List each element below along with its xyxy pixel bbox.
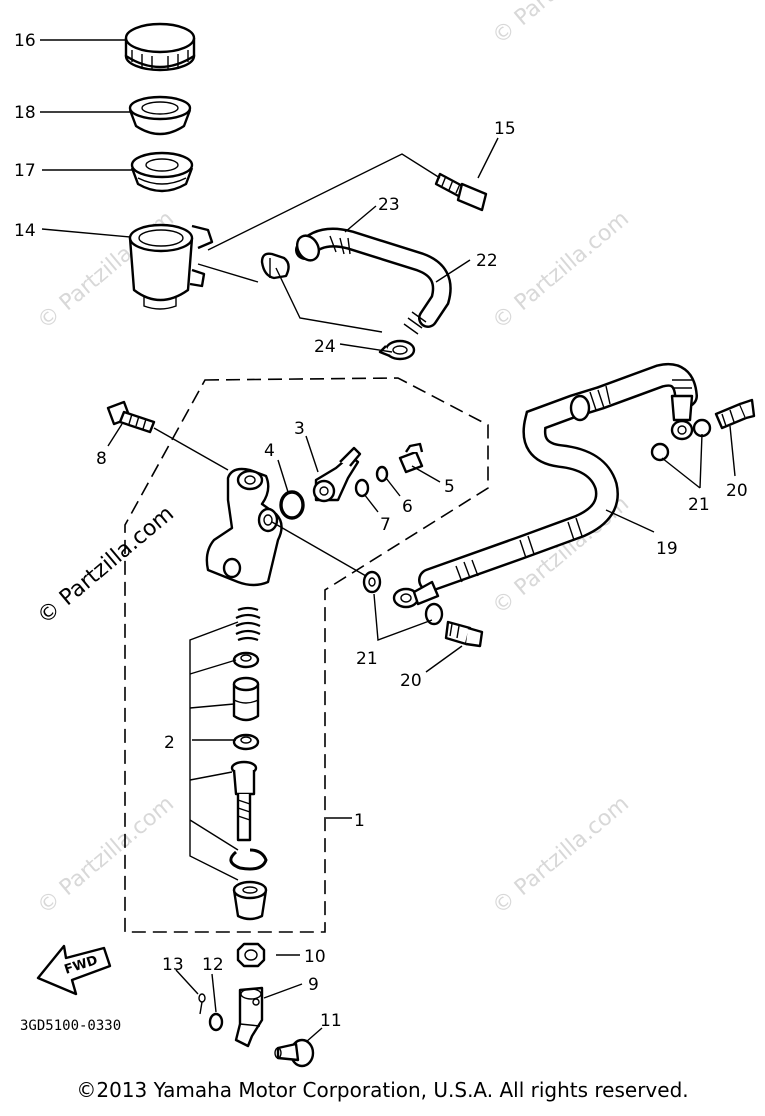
union-bolt-lower xyxy=(444,620,484,648)
copyright-footer: ©2013 Yamaha Motor Corporation, U.S.A. A… xyxy=(76,1078,689,1102)
clevis xyxy=(234,986,264,1048)
cotter-pin xyxy=(198,993,206,1015)
callout-11: 11 xyxy=(320,1011,342,1031)
piston xyxy=(232,676,260,722)
joint-screw xyxy=(398,442,424,474)
hose-clip-lower xyxy=(378,339,416,361)
secondary-cup xyxy=(232,733,260,751)
watermark: © Partzilla.com xyxy=(488,791,634,919)
callout-21-right: 21 xyxy=(688,495,710,515)
clevis-pin xyxy=(274,1038,315,1068)
watermark: © Partzilla.com xyxy=(488,206,634,334)
reservoir-hose xyxy=(295,227,452,335)
washer xyxy=(354,478,370,498)
callout-12: 12 xyxy=(202,955,224,975)
diagram-code: 3GD5100-0330 xyxy=(20,1018,121,1034)
callout-8: 8 xyxy=(96,449,107,469)
callout-5: 5 xyxy=(444,477,455,497)
callout-10: 10 xyxy=(304,947,326,967)
callout-3: 3 xyxy=(294,419,305,439)
brake-hose xyxy=(392,363,698,609)
callout-1: 1 xyxy=(354,811,365,831)
callout-15: 15 xyxy=(494,119,516,139)
callout-18: 18 xyxy=(14,103,36,123)
reservoir-tank xyxy=(128,223,214,310)
nut xyxy=(236,942,266,968)
callouts: 16 18 17 14 15 23 22 24 8 4 3 5 6 7 21 2… xyxy=(14,31,748,1034)
reservoir-cap xyxy=(124,22,196,72)
circlip xyxy=(229,848,268,871)
watermark: © Partzilla.com xyxy=(488,0,634,50)
watermark: © Partzilla.com xyxy=(33,791,179,919)
diaphragm xyxy=(130,151,194,193)
callout-14: 14 xyxy=(14,221,36,241)
mounting-bolt xyxy=(106,400,156,434)
callout-20-right: 20 xyxy=(726,481,748,501)
callout-24: 24 xyxy=(314,337,336,357)
diaphragm-plate xyxy=(128,95,192,136)
pin-washer xyxy=(208,1012,224,1032)
callout-6: 6 xyxy=(402,497,413,517)
hose-joint xyxy=(312,446,362,503)
callout-16: 16 xyxy=(14,31,36,51)
callout-13: 13 xyxy=(162,955,184,975)
leader-lines xyxy=(40,39,736,1043)
union-bolt xyxy=(714,398,756,430)
callout-2: 2 xyxy=(164,733,175,753)
hose-clip xyxy=(260,252,290,280)
callout-4: 4 xyxy=(264,441,275,461)
callout-20-lower: 20 xyxy=(400,671,422,691)
callout-9: 9 xyxy=(308,975,319,995)
callout-22: 22 xyxy=(476,251,498,271)
callout-7: 7 xyxy=(380,515,391,535)
master-cylinder-body xyxy=(205,467,283,587)
fwd-arrow: FWD xyxy=(36,944,112,996)
callout-17: 17 xyxy=(14,161,36,181)
push-rod xyxy=(230,760,258,842)
copper-washer xyxy=(424,602,444,626)
copper-washer xyxy=(692,418,712,438)
callout-19: 19 xyxy=(656,539,678,559)
watermark-dark: © Partzilla.com xyxy=(33,501,179,629)
copper-washer xyxy=(650,442,670,462)
screw xyxy=(434,172,488,212)
callout-23: 23 xyxy=(378,195,400,215)
o-ring xyxy=(279,490,305,520)
plain-washer xyxy=(375,465,389,483)
copper-washer xyxy=(362,570,382,594)
callout-21-lower: 21 xyxy=(356,649,378,669)
assembly-outline xyxy=(124,377,489,933)
dust-boot xyxy=(232,880,268,921)
spring xyxy=(235,606,261,642)
cup xyxy=(232,651,260,669)
